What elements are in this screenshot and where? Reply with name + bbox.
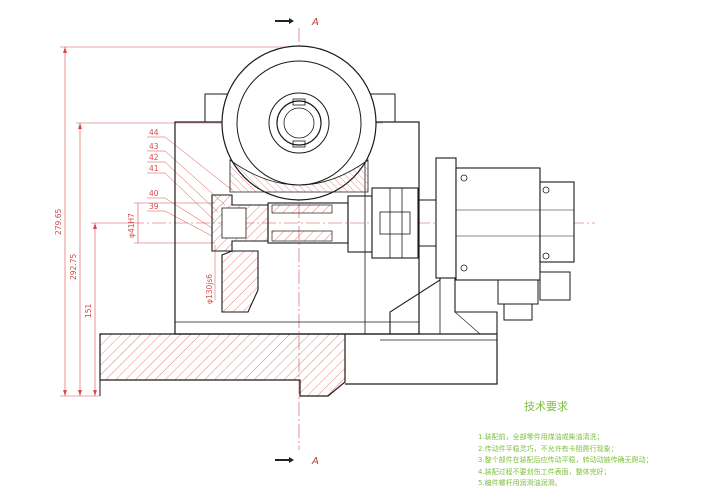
tech-requirement-item: 1.装配前，全部零件用煤油或柴油清洗； xyxy=(478,433,604,441)
dimension-bore-fit: φ130js6 xyxy=(205,245,216,304)
tech-requirement-item: 2.传动件平稳灵巧，不允许有卡阻爬行现象； xyxy=(478,444,618,453)
shaft-section xyxy=(211,194,373,313)
tech-requirement-item: 3.整个部件在装配后应传动平稳，转动动链传确无爬动； xyxy=(478,456,653,464)
base-plate xyxy=(99,333,498,397)
dimension-center-height: 292.75 xyxy=(69,122,215,396)
part-label: 39 xyxy=(149,202,159,211)
part-label: 41 xyxy=(149,164,159,173)
section-mark-top: A xyxy=(275,17,319,28)
tech-requirement-item: 4.装配过程不要划伤工件表面，整体完好； xyxy=(478,467,611,476)
tech-requirements-list: 1.装配前，全部零件用煤油或柴油清洗； 2.传动件平稳灵巧，不允许有卡阻爬行现象… xyxy=(478,432,653,490)
part-label: 44 xyxy=(149,128,159,137)
dim-bore-fit: φ130js6 xyxy=(205,274,214,304)
section-label-bottom: A xyxy=(311,456,319,467)
shaft-coupling xyxy=(371,187,439,259)
section-mark-bottom: A xyxy=(275,456,319,467)
dim-shaft-fit: φ41H7 xyxy=(127,213,136,238)
tech-requirements-title: 技术要求 xyxy=(524,400,568,413)
dim-overall-height: 279.65 xyxy=(54,209,63,235)
worm-wheel xyxy=(221,45,377,201)
tech-requirement-item: 5.编件螺杆用润滑油润滑。 xyxy=(478,479,562,487)
dim-base-height: 151 xyxy=(84,303,93,318)
section-label-top: A xyxy=(311,17,319,28)
part-label: 42 xyxy=(149,153,159,162)
motor-body xyxy=(435,157,575,321)
part-label: 43 xyxy=(149,142,159,151)
dimension-base-height: 151 xyxy=(84,222,130,396)
part-label: 40 xyxy=(149,189,159,198)
dimension-overall-height: 279.65 xyxy=(54,46,300,397)
dim-center-height: 292.75 xyxy=(69,254,78,280)
